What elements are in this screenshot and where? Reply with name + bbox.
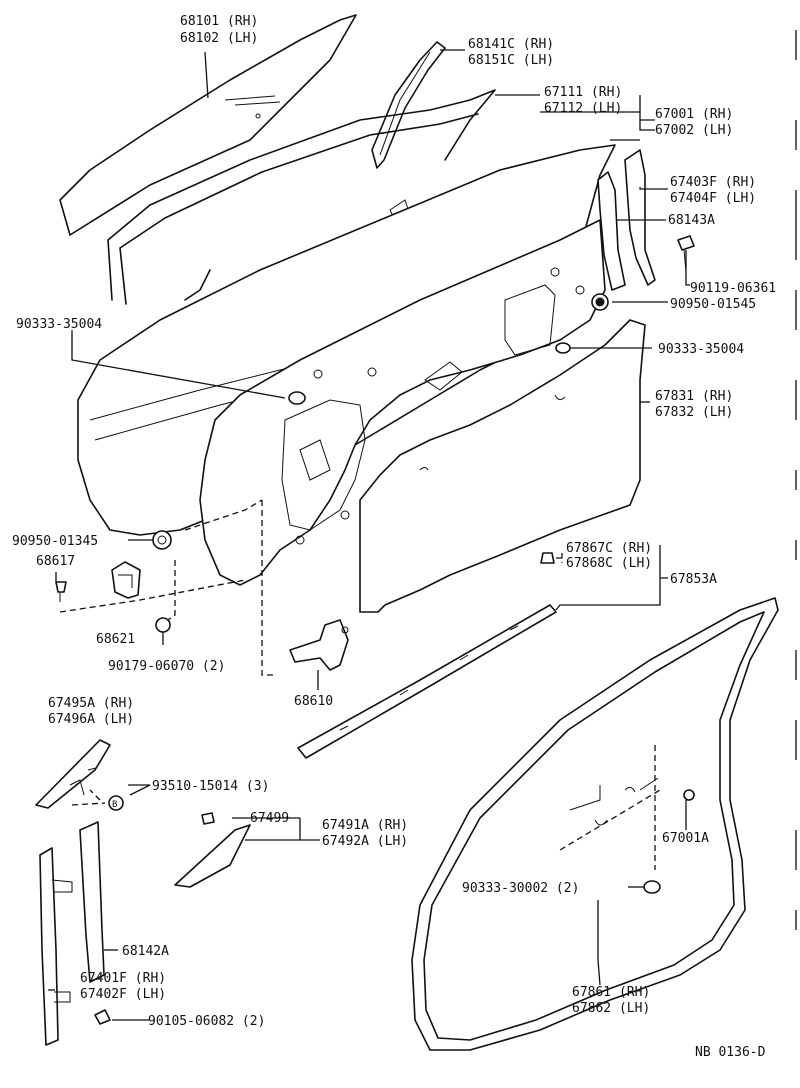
- label-clip-belt: 67867C (RH) 67868C (LH): [566, 541, 652, 571]
- label-cushion-upper: 90950-01545: [670, 297, 756, 312]
- label-door-panel-lh: 67002 (LH): [655, 123, 733, 138]
- label-weatherstrip-lh: 67862 (LH): [572, 1001, 650, 1016]
- label-rear-frame-lh: 67404F (LH): [670, 191, 756, 206]
- label-rear-frame: 67403F (RH) 67404F (LH): [670, 175, 756, 206]
- label-service-cover-lh: 67832 (LH): [655, 405, 733, 420]
- label-glass: 68101 (RH) 68102 (LH): [180, 14, 258, 46]
- bolt-lower-part: [94, 1009, 111, 1025]
- label-clip-belt-rh: 67867C (RH): [566, 541, 652, 556]
- svg-text:B: B: [112, 800, 117, 810]
- rear-frame-part: [624, 149, 656, 286]
- service-hole-cover-part: [359, 319, 646, 613]
- cushion-left-part: [152, 530, 172, 550]
- label-service-cover: 67831 (RH) 67832 (LH): [655, 389, 733, 420]
- label-belt-weatherstrip: 67853A: [670, 572, 717, 587]
- label-cover: 67491A (RH) 67492A (LH): [322, 818, 408, 849]
- label-door-panel-rh: 67001 (RH): [655, 107, 733, 122]
- door-inner-frame-part: [199, 219, 606, 586]
- nut-part: [155, 617, 171, 633]
- label-door-panel: 67001 (RH) 67002 (LH): [655, 107, 733, 138]
- label-plug-left: 90333-35004: [16, 317, 102, 332]
- label-screw: 93510-15014 (3): [152, 779, 269, 794]
- label-nut: 90179-06070 (2): [108, 659, 225, 674]
- label-glass-lh: 68102 (LH): [180, 31, 258, 46]
- label-garnish: 67495A (RH) 67496A (LH): [48, 696, 134, 727]
- label-bolt-lower: 90105-06082 (2): [148, 1014, 265, 1029]
- small-clip-part: [201, 812, 215, 825]
- label-glass-run-upper-lh: 68151C (LH): [468, 53, 554, 68]
- label-clip: 68617: [36, 554, 75, 569]
- label-front-frame-lh: 67402F (LH): [80, 987, 166, 1002]
- label-frame-sash: 67111 (RH) 67112 (LH): [544, 85, 622, 116]
- label-weatherstrip-rh: 67861 (RH): [572, 985, 650, 1000]
- label-glass-run-upper-rh: 68141C (RH): [468, 37, 554, 52]
- garnish-part: [35, 739, 111, 809]
- label-front-frame-rh: 67401F (RH): [80, 971, 166, 986]
- clip-retainer-part: [111, 561, 141, 599]
- label-cushion-left: 90950-01345: [12, 534, 98, 549]
- cushion-upper-part: [591, 293, 609, 311]
- label-cover-rh: 67491A (RH): [322, 818, 408, 833]
- label-frame-sash-lh: 67112 (LH): [544, 101, 622, 116]
- label-run-channel: 68143A: [668, 213, 715, 228]
- run-channel-front-part: [79, 821, 105, 983]
- label-clip-belt-lh: 67868C (LH): [566, 556, 652, 571]
- screw-part: B: [108, 795, 124, 811]
- front-frame-part: [39, 847, 73, 1046]
- label-glass-rh: 68101 (RH): [180, 14, 258, 29]
- label-garnish-lh: 67496A (LH): [48, 712, 134, 727]
- label-service-cover-rh: 67831 (RH): [655, 389, 733, 404]
- label-clip-retainer: 68621: [96, 632, 135, 647]
- label-plug-right: 90333-35004: [658, 342, 744, 357]
- label-cover-lh: 67492A (LH): [322, 834, 408, 849]
- label-bolt-upper: 90119-06361: [690, 281, 776, 296]
- label-plug-bottom: 90333-30002 (2): [462, 881, 579, 896]
- label-frame-sash-rh: 67111 (RH): [544, 85, 622, 100]
- label-small-clip: 67499: [250, 811, 289, 826]
- belt-clip-part: [540, 552, 555, 564]
- label-weatherstrip: 67861 (RH) 67862 (LH): [572, 985, 650, 1016]
- label-rear-frame-rh: 67403F (RH): [670, 175, 756, 190]
- glass-run-upper-part: [371, 41, 446, 169]
- label-channel-front: 68142A: [122, 944, 169, 959]
- diagram-id: NB 0136-D: [695, 1045, 766, 1060]
- run-channel-rear-part: [597, 171, 626, 291]
- hole-plug-right-part: [555, 342, 571, 354]
- clip-part: [55, 581, 67, 602]
- label-checker: 68610: [294, 694, 333, 709]
- label-front-frame: 67401F (RH) 67402F (LH): [80, 971, 166, 1002]
- door-glass-part: [59, 14, 357, 236]
- door-checker-part: [289, 619, 349, 671]
- door-weatherstrip-part: [411, 597, 779, 1051]
- label-garnish-rh: 67495A (RH): [48, 696, 134, 711]
- label-glass-run-upper: 68141C (RH) 68151C (LH): [468, 37, 554, 68]
- hole-plug-left-part: [288, 391, 306, 405]
- cover-part: [174, 824, 251, 888]
- belt-weatherstrip-part: [297, 604, 557, 759]
- label-hole-plug: 67001A: [662, 831, 709, 846]
